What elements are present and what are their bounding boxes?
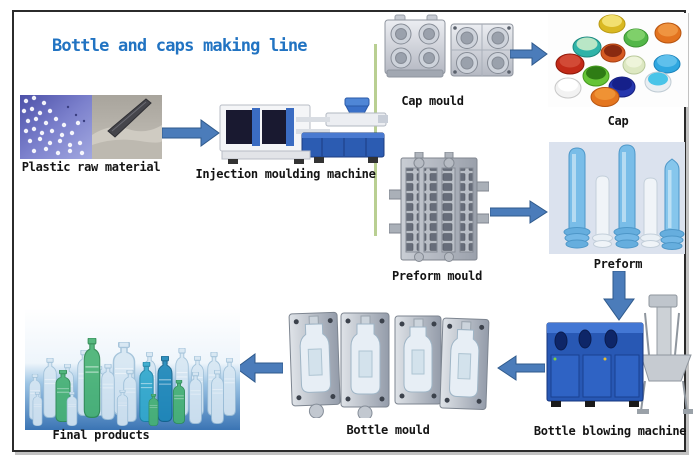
final-products-label: Final products — [52, 428, 150, 442]
bottle-mould-image — [285, 310, 497, 418]
arrow-preformmould-to-preform — [490, 200, 548, 224]
plastic-raw-material-label: Plastic raw material — [21, 160, 161, 174]
preform-image — [549, 142, 685, 254]
arrow-preform-to-blowing — [603, 271, 635, 321]
cap-mould-label: Cap mould — [401, 94, 464, 108]
cap-image — [548, 13, 688, 107]
cap-mould-image — [383, 12, 515, 84]
arrow-bottlemould-to-final — [235, 352, 283, 384]
preform-label: Preform — [593, 257, 643, 271]
arrow-capmould-to-cap — [510, 42, 548, 66]
preform-mould-label: Preform mould — [391, 269, 483, 283]
injection-moulding-machine-label: Injection moulding machine — [195, 167, 376, 181]
final-products-image — [25, 308, 240, 430]
injection-moulding-machine-image — [218, 97, 390, 167]
bottle-blowing-machine-image — [545, 293, 693, 421]
arrow-raw-to-machine — [162, 119, 220, 147]
bottle-mould-label: Bottle mould — [346, 423, 430, 437]
cap-label: Cap — [607, 114, 629, 128]
preform-mould-image — [389, 152, 489, 266]
arrow-blowing-to-bottlemould — [497, 354, 545, 382]
bottle-blowing-machine-label: Bottle blowing machine — [533, 424, 687, 438]
plastic-raw-material-image — [20, 95, 162, 159]
diagram-title: Bottle and caps making line — [52, 36, 308, 56]
